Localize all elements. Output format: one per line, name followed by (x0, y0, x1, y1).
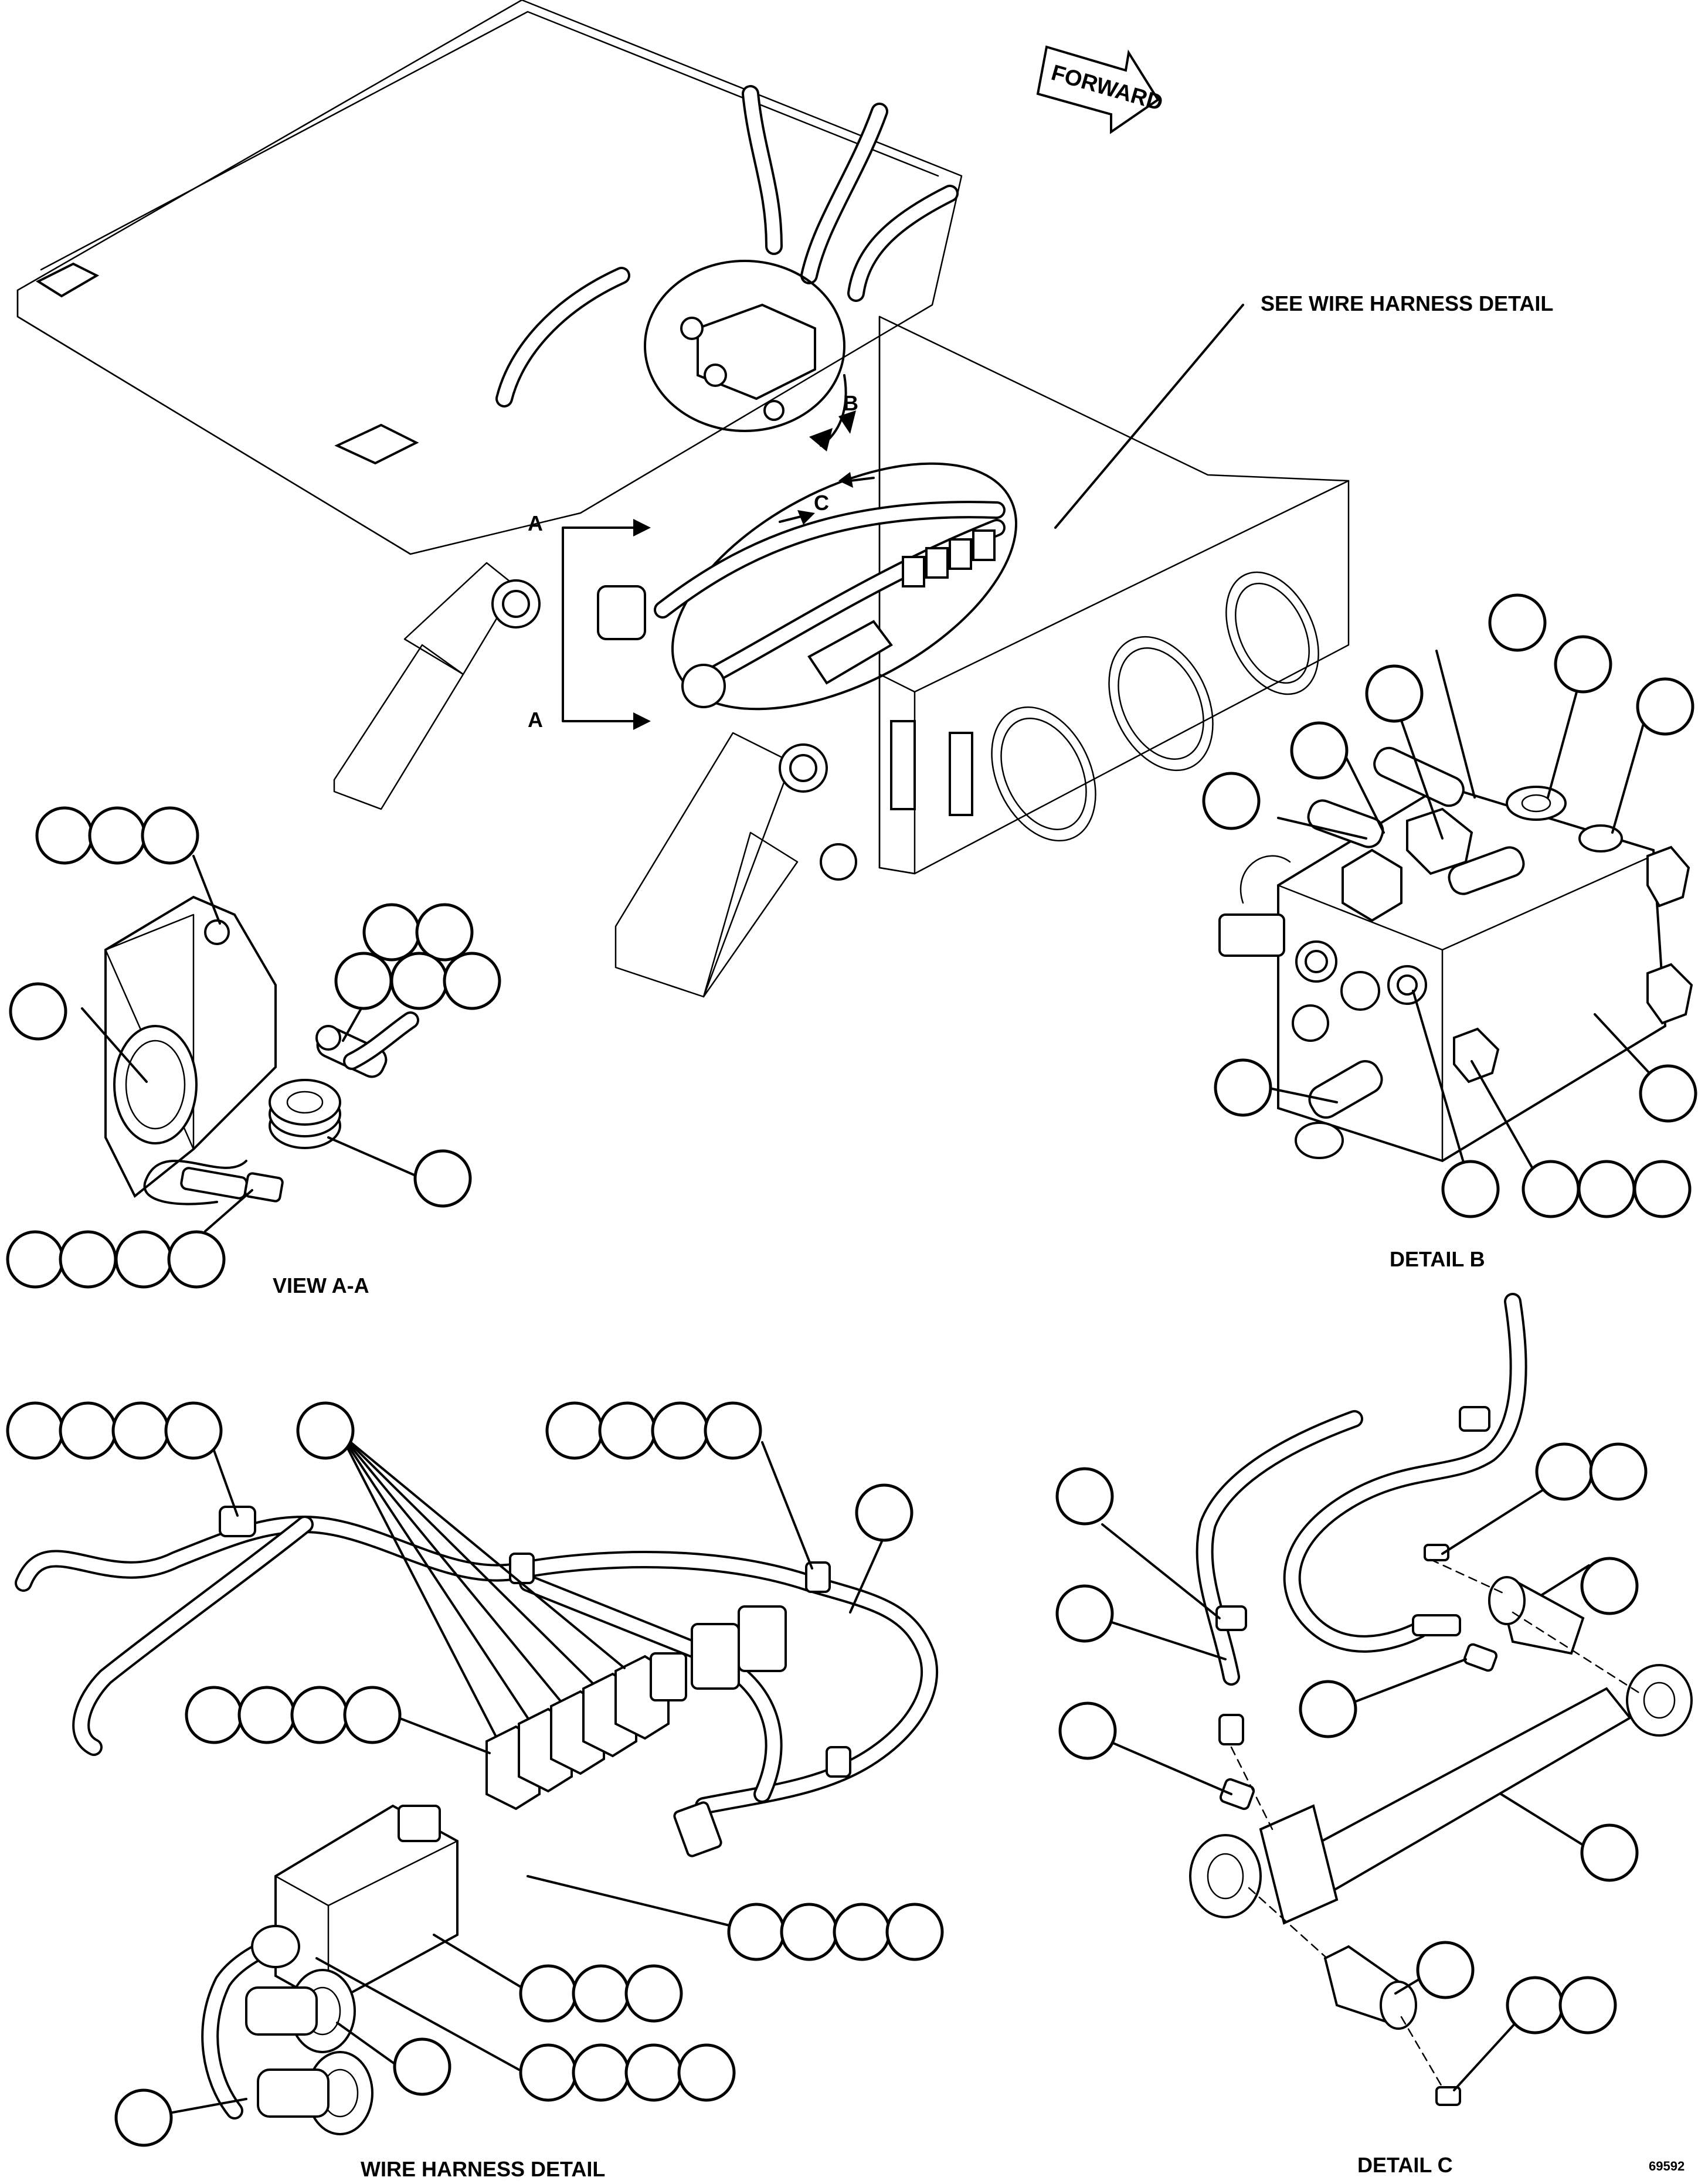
callout-balloon (59, 1401, 117, 1460)
callout-balloon (1299, 1680, 1357, 1738)
callout-balloon (833, 1903, 891, 1961)
callout-balloon (1214, 1058, 1272, 1117)
callout-balloon (1558, 1976, 1617, 2034)
callout-balloon (572, 1964, 630, 2023)
callout-balloon (35, 806, 94, 865)
callout-balloon (296, 1401, 355, 1460)
forward-arrow: FORWARD (1036, 45, 1166, 134)
callout-balloon (164, 1401, 223, 1460)
callout-balloon (167, 1230, 226, 1289)
callout-balloon (519, 2043, 578, 2102)
callout-balloon (598, 1401, 657, 1460)
section-a-bottom-label: A (528, 708, 543, 732)
callout-balloon (1058, 1701, 1117, 1760)
detail-b-callout-ellipse (644, 260, 845, 432)
callout-balloon (624, 1964, 683, 2023)
callout-b-label: B (843, 391, 858, 415)
wire-harness-detail (15, 1506, 939, 2135)
callout-balloon (1488, 593, 1547, 652)
view-aa (104, 895, 419, 1205)
callout-balloon (343, 1686, 402, 1744)
callout-balloon (290, 1686, 349, 1744)
callout-balloon (443, 952, 501, 1010)
callout-balloon (1522, 1160, 1580, 1218)
callout-balloon (1580, 1557, 1639, 1615)
callout-balloon (415, 903, 474, 962)
callout-balloon (6, 1401, 64, 1460)
callout-balloon (1055, 1584, 1114, 1643)
callout-balloon (704, 1401, 762, 1460)
callout-balloon (185, 1686, 243, 1744)
callout-balloon (111, 1401, 170, 1460)
wire-harness-callout-ellipse (671, 462, 1017, 711)
detail-b (1218, 746, 1693, 1163)
callout-balloon (1441, 1160, 1500, 1218)
callout-balloon (1580, 1823, 1639, 1882)
callout-balloon (727, 1903, 786, 1961)
callout-balloon (6, 1230, 64, 1289)
callout-balloon (393, 2037, 451, 2096)
callout-balloon (390, 952, 449, 1010)
callout-balloon (59, 1230, 117, 1289)
callout-balloon (413, 1149, 472, 1208)
callout-balloon (677, 2043, 736, 2102)
callout-balloon (88, 806, 147, 865)
section-a-top-label: A (528, 511, 543, 535)
drawing-number: 69592 (1649, 2159, 1685, 2173)
callout-balloon (141, 806, 199, 865)
callout-balloon (519, 1964, 578, 2023)
callout-balloon (651, 1401, 709, 1460)
callout-balloon (855, 1483, 913, 1542)
callout-c-label: C (814, 491, 829, 515)
callout-balloon (1535, 1442, 1594, 1501)
detail-c-title: DETAIL C (1357, 2153, 1453, 2177)
callout-balloon (885, 1903, 944, 1961)
wire-harness-detail-title: WIRE HARNESS DETAIL (361, 2157, 605, 2181)
callout-balloon (1554, 635, 1612, 694)
callout-balloon (237, 1686, 296, 1744)
callout-balloon (572, 2043, 630, 2102)
detail-c (1189, 1293, 1693, 2106)
callout-balloon (1365, 664, 1424, 723)
callout-balloon (334, 952, 393, 1010)
callout-balloon (114, 2088, 173, 2147)
callout-balloon (1506, 1976, 1564, 2034)
callout-balloon (1416, 1941, 1475, 1999)
callout-balloon (1636, 677, 1694, 736)
callout-balloon (9, 982, 67, 1041)
detail-b-title: DETAIL B (1390, 1247, 1485, 1271)
callout-balloon (1290, 721, 1349, 780)
callout-balloon (1633, 1160, 1692, 1218)
callout-balloon (1202, 772, 1261, 830)
callout-balloon (780, 1903, 838, 1961)
callout-balloon (1639, 1064, 1697, 1123)
callout-balloon (1577, 1160, 1636, 1218)
callout-balloon (1055, 1467, 1114, 1526)
callout-balloon (362, 903, 421, 962)
view-aa-title: VIEW A-A (273, 1273, 369, 1298)
callout-balloon (114, 1230, 173, 1289)
callout-balloon (545, 1401, 604, 1460)
callout-balloon (1589, 1442, 1648, 1501)
main-assembly (16, 0, 1350, 998)
see-wire-harness-detail-label: SEE WIRE HARNESS DETAIL (1261, 291, 1553, 315)
callout-balloon (624, 2043, 683, 2102)
